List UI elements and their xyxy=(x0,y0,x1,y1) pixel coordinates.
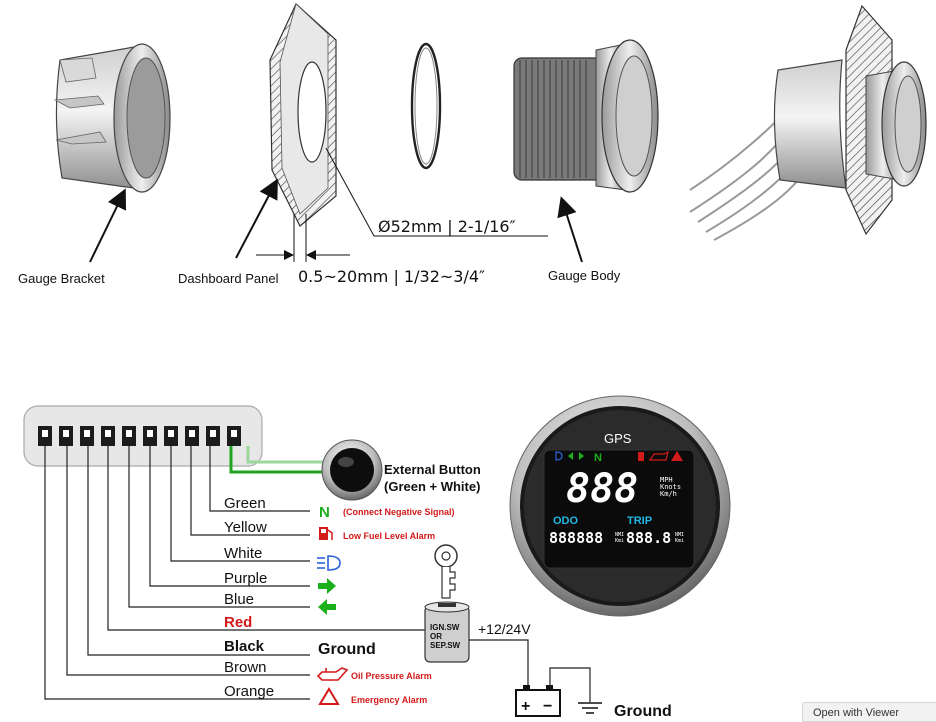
unit-kmh: Km/h xyxy=(660,490,677,498)
wire-label-white: White xyxy=(224,545,262,562)
hole-dimension: Ø52mm | 2-1/16″ xyxy=(378,217,516,236)
trip-unit-bottom: Kmi xyxy=(675,538,684,544)
odo-unit-bottom: Kmi xyxy=(615,538,624,544)
trip-digits: 888.8 xyxy=(626,529,671,547)
label-gauge-body: Gauge Body xyxy=(548,268,621,283)
supply-wire xyxy=(469,639,529,688)
wire-label-purple: Purple xyxy=(224,570,267,587)
external-button-label-1: External Button xyxy=(384,462,481,477)
supply-voltage: +12/24V xyxy=(478,621,531,637)
oil-pressure-note: Oil Pressure Alarm xyxy=(351,671,432,681)
gauge-body-drawing xyxy=(513,39,659,193)
panel-thickness: 0.5~20mm | 1/32~3/4″ xyxy=(298,267,485,286)
odo-unit-top: NMI xyxy=(615,532,624,538)
ignition-switch xyxy=(424,601,470,663)
body-arrow xyxy=(557,196,583,263)
unit-knots: Knots xyxy=(660,483,681,491)
speed-digits: 888 xyxy=(566,466,638,512)
left-turn-icon xyxy=(318,599,336,615)
ground-wire xyxy=(549,667,591,702)
odo-digits: 888888 xyxy=(549,529,603,547)
wire-label-blue: Blue xyxy=(224,591,254,608)
wire-label-yellow: Yellow xyxy=(224,519,267,536)
lcd-warning-icon xyxy=(671,451,683,461)
right-turn-icon xyxy=(318,578,336,594)
o-ring-drawing xyxy=(410,42,442,170)
wire-label-black: Black xyxy=(224,638,265,655)
trip-unit-top: NMI xyxy=(675,532,684,538)
switch-label-1: IGN.SW xyxy=(430,623,460,632)
ground-black-label: Ground xyxy=(318,641,376,658)
bracket-arrow xyxy=(89,188,127,263)
wire-label-green: Green xyxy=(224,495,266,512)
headlight-icon xyxy=(317,555,341,571)
connector-pins xyxy=(38,426,241,446)
lcd-headlight-icon xyxy=(555,451,563,461)
label-dashboard-panel: Dashboard Panel xyxy=(178,271,279,286)
odo-label: ODO xyxy=(553,515,579,527)
wire-label-red: Red xyxy=(224,614,252,631)
panel-arrow xyxy=(235,178,278,259)
dashboard-panel-drawing xyxy=(269,3,337,227)
open-with-viewer-tab[interactable]: Open with Viewer xyxy=(802,702,936,722)
unit-mph: MPH xyxy=(660,476,673,484)
external-button xyxy=(321,439,383,501)
emergency-note: Emergency Alarm xyxy=(351,695,427,705)
green-button-wire xyxy=(229,446,330,474)
lcd-neutral-icon: N xyxy=(594,452,602,464)
gauge-title: GPS xyxy=(604,431,632,446)
battery-plus: + xyxy=(521,698,530,715)
fuel-pump-icon xyxy=(319,527,333,540)
oil-can-icon xyxy=(316,667,349,681)
lcd-oil-icon xyxy=(648,450,669,461)
label-gauge-bracket: Gauge Bracket xyxy=(18,271,105,286)
trip-label: TRIP xyxy=(627,515,652,527)
ground-symbol xyxy=(578,702,602,714)
external-button-label-2: (Green + White) xyxy=(384,479,480,494)
ground-battery-label: Ground xyxy=(614,703,672,719)
connect-negative-note: (Connect Negative Signal) xyxy=(343,507,455,517)
battery-icon xyxy=(515,685,561,717)
low-fuel-note: Low Fuel Level Alarm xyxy=(343,531,435,541)
switch-label-3: SEP.SW xyxy=(430,641,461,650)
neutral-icon: N xyxy=(319,504,330,521)
wire-label-orange: Orange xyxy=(224,683,274,700)
white-button-wire xyxy=(246,446,330,464)
gauge-bracket-drawing xyxy=(53,43,171,193)
warning-triangle-icon xyxy=(318,687,340,705)
switch-label-2: OR xyxy=(430,632,442,641)
key-icon xyxy=(434,544,458,599)
battery-minus: − xyxy=(543,698,552,715)
wire-label-brown: Brown xyxy=(224,659,267,676)
wire-lines xyxy=(44,446,425,700)
lcd-turn-icon xyxy=(568,452,584,460)
assembled-gauge-drawing xyxy=(689,4,927,241)
lcd-fuel-icon xyxy=(638,452,644,461)
